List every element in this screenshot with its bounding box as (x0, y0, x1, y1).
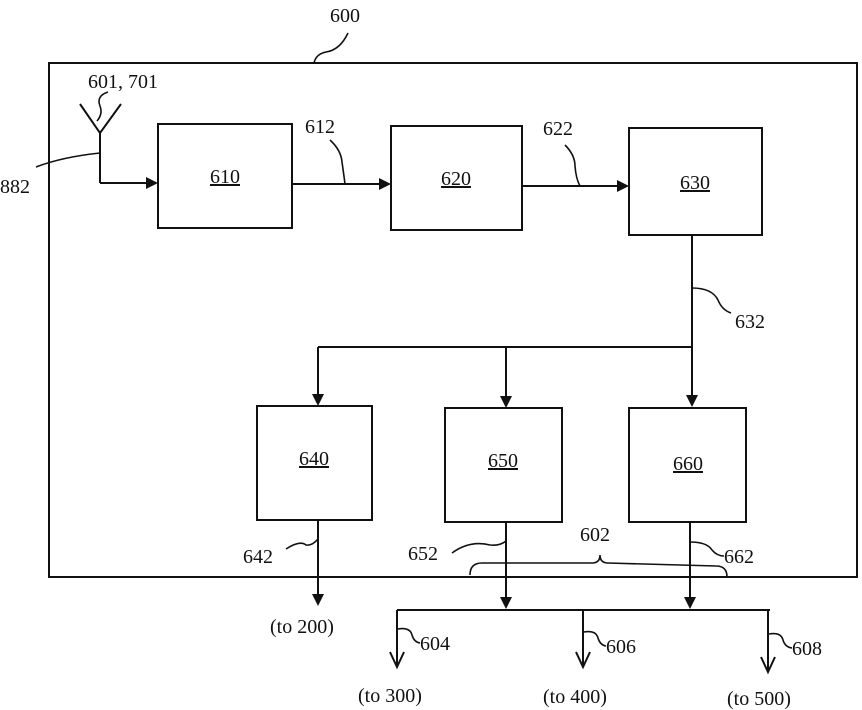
destination-500-label: (to 500) (727, 688, 791, 710)
destination-200-label: (to 200) (270, 616, 334, 638)
destination-300-label: (to 300) (358, 685, 422, 707)
signal-642-label: 642 (243, 546, 273, 568)
input-label: 882 (0, 176, 30, 198)
block-650-label: 650 (488, 450, 518, 472)
system-label: 600 (330, 5, 360, 27)
signal-606-leader (584, 632, 606, 646)
output-660-arrowhead (684, 597, 696, 609)
signal-608-label: 608 (792, 638, 822, 660)
block-610-label: 610 (210, 166, 240, 188)
antenna-label: 601, 701 (88, 71, 158, 93)
signal-606-label: 606 (606, 636, 636, 658)
output-640-arrowhead (312, 594, 324, 606)
signal-662-label: 662 (724, 546, 754, 568)
block-660-label: 660 (673, 453, 703, 475)
destination-400-label: (to 400) (543, 686, 607, 708)
output-650-arrowhead (500, 597, 512, 609)
block-630-label: 630 (680, 172, 710, 194)
signal-622-label: 622 (543, 118, 573, 140)
block-620-label: 620 (441, 168, 471, 190)
signal-652-label: 652 (408, 543, 438, 565)
block-640-label: 640 (299, 448, 329, 470)
signal-612-label: 612 (305, 116, 335, 138)
signal-608-leader (769, 634, 792, 648)
signal-602-label: 602 (580, 524, 610, 546)
signal-604-leader (398, 629, 420, 643)
system-label-leader (314, 33, 348, 63)
signal-604-label: 604 (420, 633, 450, 655)
signal-632-label: 632 (735, 311, 765, 333)
